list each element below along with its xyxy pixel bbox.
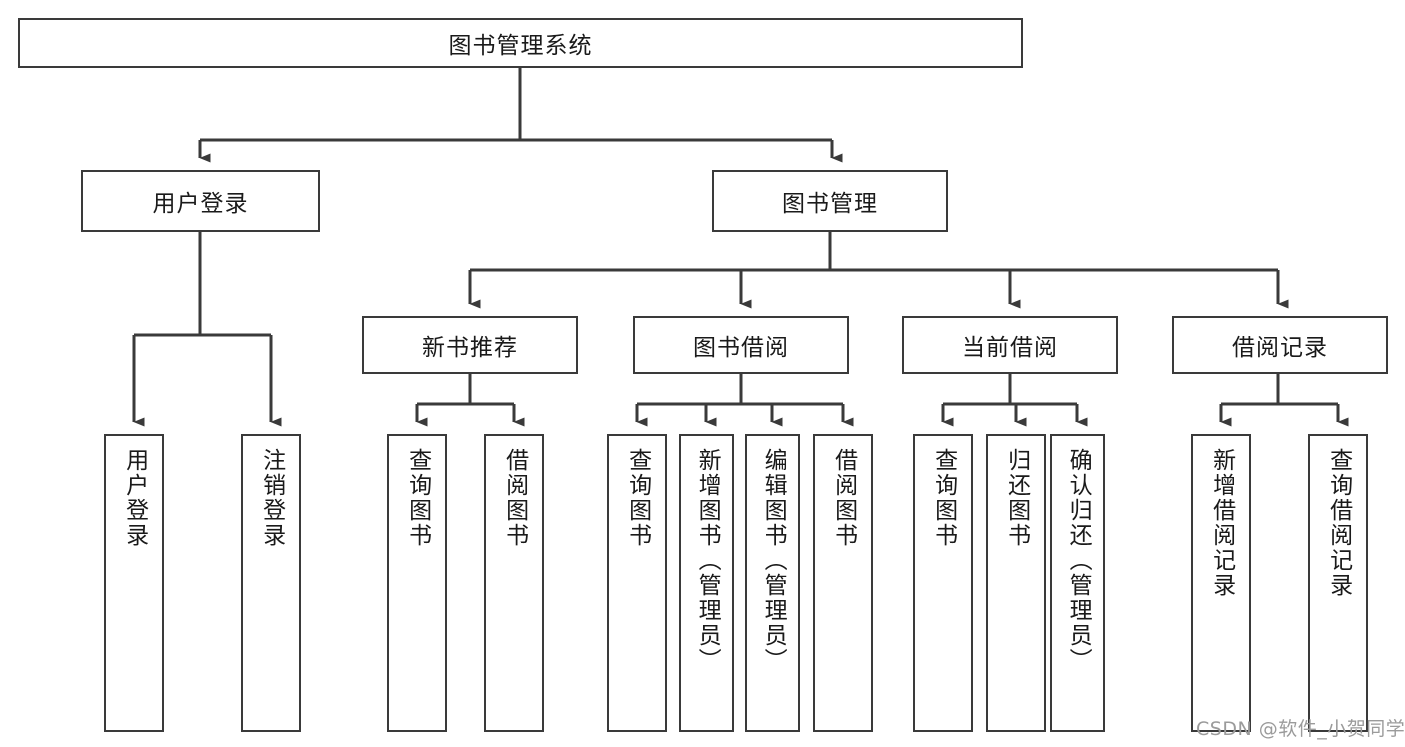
- node-label: 查询图书: [624, 448, 651, 548]
- node-level2-book-management[interactable]: 图书管理: [712, 170, 948, 232]
- node-label: 新增借阅记录: [1208, 448, 1235, 598]
- node-label: 查询图书: [930, 448, 957, 548]
- node-leaf-query-book-current[interactable]: 查询图书: [913, 434, 973, 732]
- node-leaf-add-borrow-record[interactable]: 新增借阅记录: [1191, 434, 1251, 732]
- node-label: 图书管理系统: [448, 33, 593, 59]
- node-label: 借阅记录: [1232, 335, 1328, 361]
- node-label: 新书推荐: [422, 335, 518, 361]
- node-leaf-edit-book-admin[interactable]: 编辑图书（管理员）: [745, 434, 800, 732]
- node-label: 归还图书: [1003, 448, 1030, 548]
- node-label: 查询借阅记录: [1325, 448, 1352, 598]
- node-leaf-query-book-borrow[interactable]: 查询图书: [607, 434, 667, 732]
- node-label: 图书借阅: [693, 335, 789, 361]
- node-label: 用户登录: [152, 191, 249, 217]
- node-leaf-borrow-book-recommend[interactable]: 借阅图书: [484, 434, 544, 732]
- node-leaf-confirm-return-admin[interactable]: 确认归还（管理员）: [1050, 434, 1105, 732]
- node-leaf-logout[interactable]: 注销登录: [241, 434, 301, 732]
- node-level3-new-book-recommend[interactable]: 新书推荐: [362, 316, 578, 374]
- node-leaf-query-book-recommend[interactable]: 查询图书: [387, 434, 447, 732]
- node-level2-user-login[interactable]: 用户登录: [81, 170, 320, 232]
- node-label: 用户登录: [121, 448, 148, 548]
- node-leaf-query-borrow-record[interactable]: 查询借阅记录: [1308, 434, 1368, 732]
- node-level3-book-borrow[interactable]: 图书借阅: [633, 316, 849, 374]
- node-leaf-borrow-book[interactable]: 借阅图书: [813, 434, 873, 732]
- node-leaf-return-book[interactable]: 归还图书: [986, 434, 1046, 732]
- node-level3-current-borrow[interactable]: 当前借阅: [902, 316, 1118, 374]
- node-leaf-user-login[interactable]: 用户登录: [104, 434, 164, 732]
- node-label: 查询图书: [404, 448, 431, 548]
- node-label: 注销登录: [258, 448, 285, 548]
- node-label: 编辑图书（管理员）: [760, 448, 787, 673]
- node-label: 新增图书（管理员）: [694, 448, 721, 673]
- node-label: 图书管理: [782, 191, 878, 217]
- node-label: 借阅图书: [501, 448, 528, 548]
- watermark-text: CSDN @软件_小贺同学: [1196, 718, 1405, 740]
- node-label: 借阅图书: [830, 448, 857, 548]
- node-label: 当前借阅: [962, 335, 1058, 361]
- node-label: 确认归还（管理员）: [1065, 448, 1092, 673]
- node-root[interactable]: 图书管理系统: [18, 18, 1023, 68]
- node-leaf-add-book-admin[interactable]: 新增图书（管理员）: [679, 434, 734, 732]
- node-level3-borrow-record[interactable]: 借阅记录: [1172, 316, 1388, 374]
